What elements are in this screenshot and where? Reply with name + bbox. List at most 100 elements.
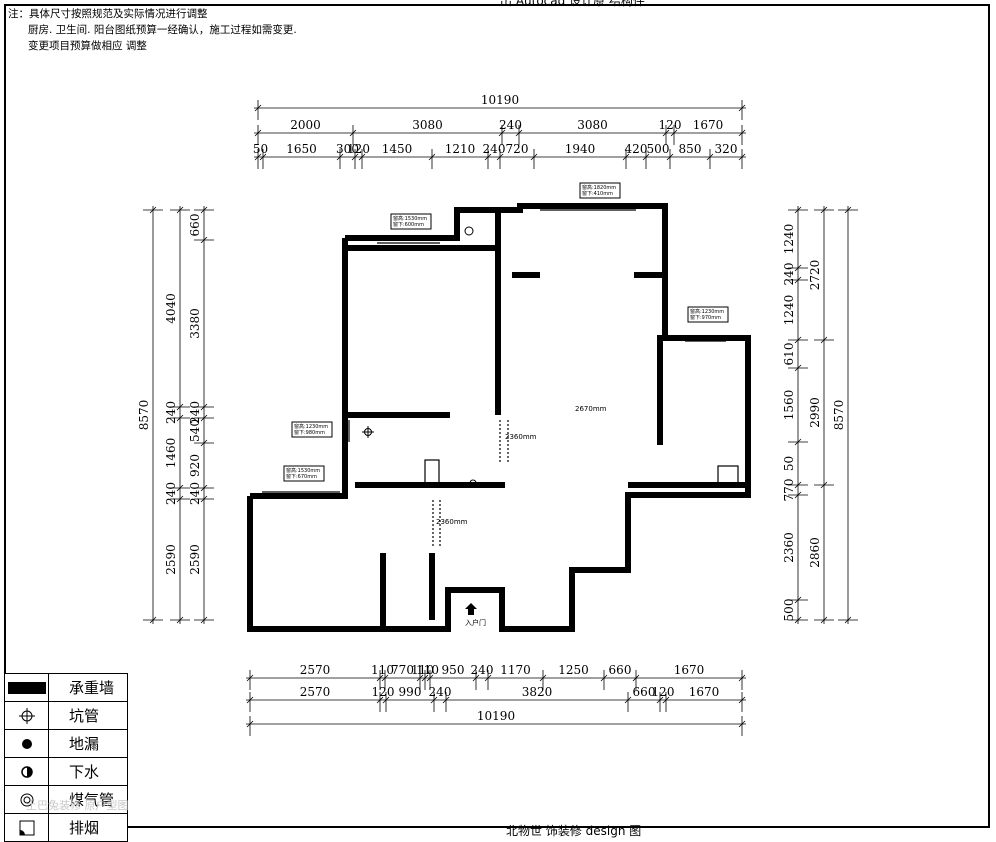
legend-row: 地漏 <box>5 730 127 758</box>
dim-top-row2: 300 <box>336 142 359 156</box>
window-tag-text: 窗下:600mm <box>393 221 424 228</box>
dim-bottom-row1: 660 <box>609 663 632 677</box>
dim-top-row1: 2000 <box>290 118 321 132</box>
dim-top-row2: 320 <box>715 142 738 156</box>
dim-top-row2: 240 <box>483 142 506 156</box>
dim-left-col2: 240 <box>188 482 202 505</box>
dim-top-row2: 720 <box>506 142 529 156</box>
dim-right-col1: 2990 <box>808 397 822 428</box>
dim-right-col2: 50 <box>782 456 796 471</box>
window-tag-text: 窗高:1820mm <box>582 184 616 191</box>
bath-fixture <box>717 465 739 487</box>
dim-top-row2: 1210 <box>445 142 476 156</box>
dim-right-col1: 2860 <box>808 537 822 568</box>
dim-bottom-row1: 110 <box>371 663 394 677</box>
dim-bottom-row2: 2570 <box>300 685 331 699</box>
dim-bottom-row1: 1170 <box>500 663 531 677</box>
dimension-lines <box>143 100 858 736</box>
dim-right-col2: 770 <box>782 479 796 502</box>
dim-bottom-row2: 3820 <box>522 685 553 699</box>
dim-right-col2: 240 <box>782 263 796 286</box>
dim-left-col2: 3380 <box>188 308 202 339</box>
dim-top-row2: 420 <box>625 142 648 156</box>
legend-label: 下水 <box>69 763 100 781</box>
legend-label: 地漏 <box>69 735 100 753</box>
dim-bottom-row2: 120 <box>652 685 675 699</box>
legend-label: 煤气管 <box>69 791 115 809</box>
dim-right-total: 8570 <box>832 400 846 431</box>
window-tag-text: 窗高:1230mm <box>690 308 724 315</box>
dim-left-total: 8570 <box>137 400 151 431</box>
door-opening-1 <box>499 420 509 462</box>
ceiling-height-living: 2670mm <box>575 405 607 413</box>
dim-top-row2: 1450 <box>382 142 413 156</box>
dim-top-row1: 240 <box>499 118 522 132</box>
dim-right-col2: 1240 <box>782 224 796 255</box>
pit-pipe-marker <box>362 426 374 438</box>
dim-bottom-row1: 1250 <box>558 663 589 677</box>
drawing-title-top: 出 Autocad 设计原 结构件 <box>500 0 645 8</box>
note-line-2: 厨房. 卫生间. 阳台图纸预算一经确认，施工过程如需变更. <box>28 24 297 36</box>
window-tag-text: 窗下:980mm <box>294 429 325 436</box>
window-tag-text: 窗下:670mm <box>286 473 317 480</box>
dim-left-col1: 2590 <box>164 544 178 575</box>
dim-right-col2: 500 <box>782 599 796 622</box>
inner-wall-bedroom <box>345 210 505 488</box>
dim-left-col1: 1460 <box>164 438 178 469</box>
pit-pipe-icon <box>18 707 35 724</box>
dim-right-col1: 2720 <box>808 260 822 291</box>
dim-right-col2: 610 <box>782 343 796 366</box>
note-line-3: 变更项目预算做相应 调整 <box>28 40 147 52</box>
window-tags: 窗高:1530mm窗下:600mm窗高:1820mm窗下:410mm窗高:123… <box>283 182 729 482</box>
legend-row: 下水 <box>5 758 127 786</box>
dim-bottom-row2: 1670 <box>689 685 720 699</box>
window-tag-text: 窗高:1530mm <box>286 467 320 474</box>
window-tag-text: 窗下:410mm <box>582 190 613 197</box>
inner-wall-living <box>512 272 748 488</box>
dim-bottom-row1: 2570 <box>300 663 331 677</box>
window-tag-text: 窗高:1230mm <box>294 423 328 430</box>
legend-row: 承重墙 <box>5 674 127 702</box>
dim-right-col2: 1560 <box>782 390 796 421</box>
legend-row: 煤气管 <box>5 786 127 814</box>
gas-pipe-marker <box>464 226 474 236</box>
inner-wall-bath <box>380 553 435 620</box>
dim-bottom-row1: 770 <box>391 663 414 677</box>
legend-label: 坑管 <box>69 707 100 725</box>
outer-wall <box>247 203 751 632</box>
dim-left-col2: 660 <box>188 214 202 237</box>
dim-top-row2: 120 <box>347 142 370 156</box>
wardrobe <box>424 459 440 487</box>
dim-left-col1: 240 <box>164 482 178 505</box>
ceiling-height-corridor: 2360mm <box>436 518 468 526</box>
dim-top-row1: 3080 <box>412 118 443 132</box>
drain-marker <box>469 479 477 487</box>
walls <box>247 203 751 632</box>
legend-row: 排烟 <box>5 814 127 842</box>
dim-top-row2: 850 <box>679 142 702 156</box>
dim-bottom-row1: 110 <box>416 663 439 677</box>
dim-left-col2: 920 <box>188 454 202 477</box>
window-tag-text: 窗高:1530mm <box>393 215 427 222</box>
dim-bottom-row1: 1670 <box>674 663 705 677</box>
dim-left-col2: 540 <box>188 419 202 442</box>
watermark: 土巴兔装修 原户型图 <box>26 799 129 812</box>
dim-bottom-row1: 240 <box>471 663 494 677</box>
dim-left-col2: 240 <box>188 401 202 424</box>
dim-top-row2: 50 <box>253 142 268 156</box>
entrance-label: 入户门 <box>465 618 486 627</box>
dim-left-col1: 240 <box>164 401 178 424</box>
dim-bottom-row2: 990 <box>399 685 422 699</box>
drawing-sheet <box>4 4 990 828</box>
dim-left-col2: 2590 <box>188 544 202 575</box>
note-line-1: 注：具体尺寸按照规范及实际情况进行调整 <box>8 8 208 20</box>
dim-bottom-row2: 120 <box>372 685 395 699</box>
dim-top-row2: 500 <box>647 142 670 156</box>
dim-right-col2: 1240 <box>782 295 796 326</box>
dim-right-col2: 2360 <box>782 532 796 563</box>
dim-left-col1: 4040 <box>164 293 178 324</box>
dim-top-row2: 1940 <box>565 142 596 156</box>
